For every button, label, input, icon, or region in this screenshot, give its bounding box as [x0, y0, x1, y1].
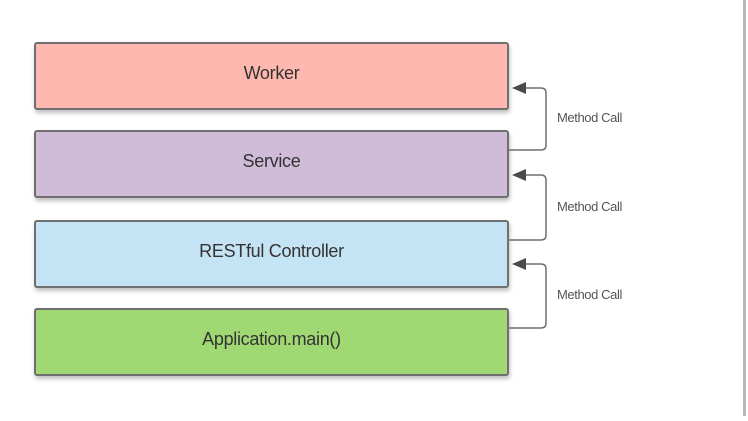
- layer-box-application-main: Application.main(): [34, 308, 509, 376]
- arrowhead-icon: [512, 258, 526, 270]
- layer-label-service: Service: [242, 150, 301, 171]
- connector-label: Method Call: [557, 199, 622, 214]
- connector-service-to-worker: [509, 87, 547, 151]
- layer-box-worker: Worker: [34, 42, 509, 110]
- layer-label-application-main: Application.main(): [202, 328, 341, 349]
- layer-label-worker: Worker: [243, 62, 300, 83]
- arrowhead-icon: [512, 169, 526, 181]
- layer-box-restful-controller: RESTful Controller: [34, 220, 509, 288]
- arrowhead-icon: [512, 82, 526, 94]
- layer-box-service: Service: [34, 130, 509, 198]
- connector-application-to-restful: [509, 263, 547, 329]
- page-divider: [743, 0, 746, 416]
- connector-restful-to-service: [509, 174, 547, 241]
- connector-label: Method Call: [557, 287, 622, 302]
- connector-label: Method Call: [557, 110, 622, 125]
- layer-label-restful-controller: RESTful Controller: [199, 240, 344, 261]
